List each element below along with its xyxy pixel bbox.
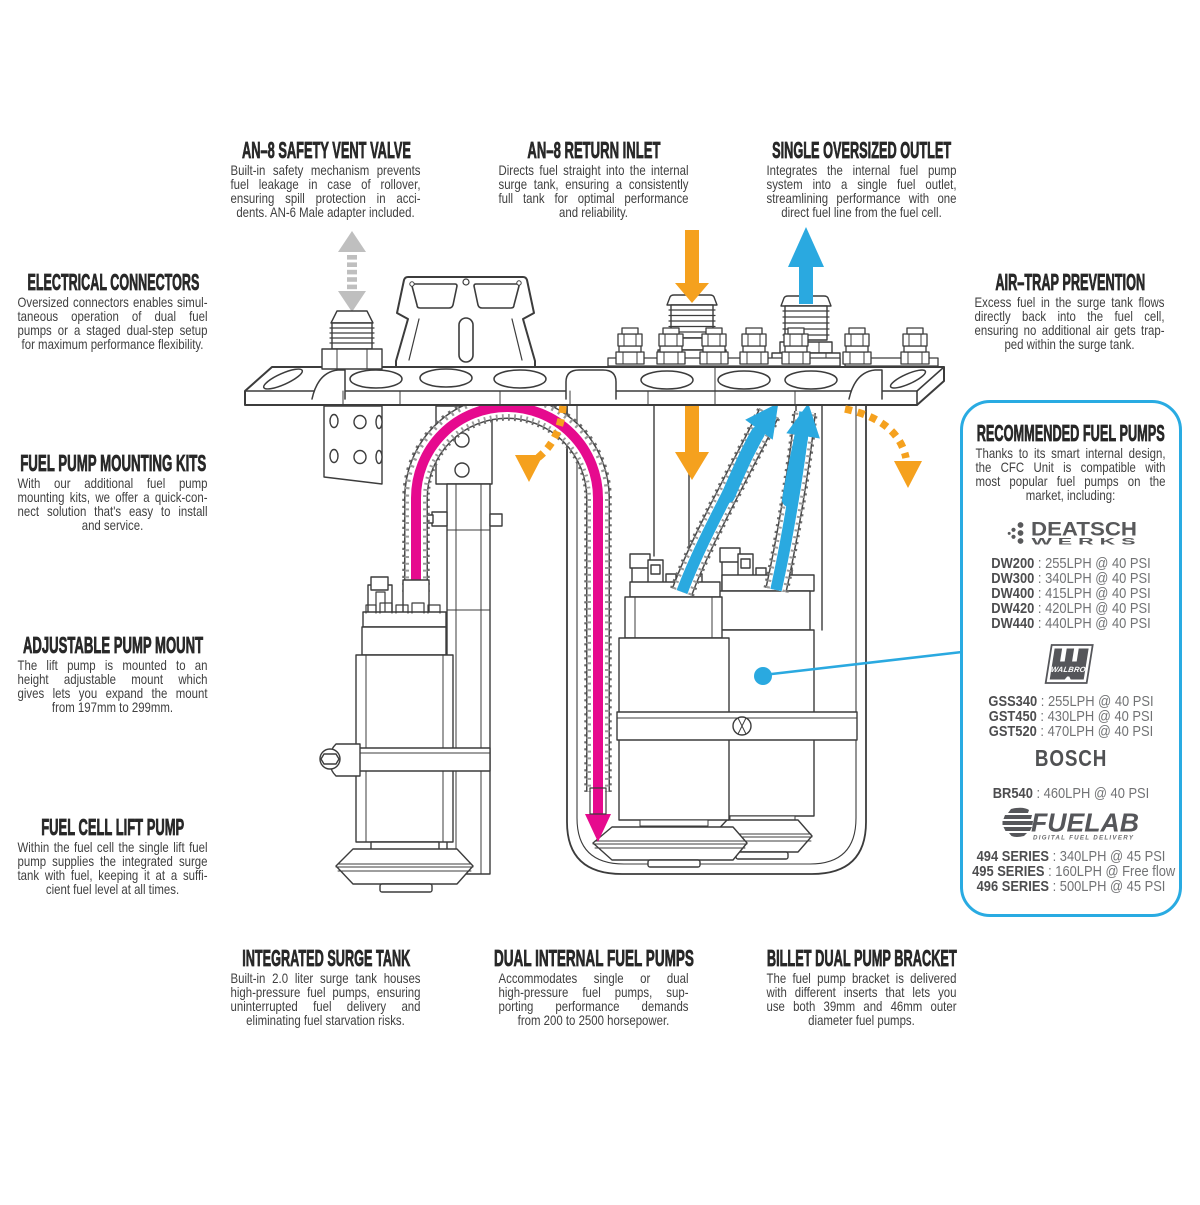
svg-text:DEATSCH: DEATSCH bbox=[1031, 520, 1137, 541]
svg-text:FUELAB: FUELAB bbox=[1031, 808, 1139, 838]
svg-text:WALBRO: WALBRO bbox=[1050, 665, 1086, 674]
svg-text:DIGITAL FUEL DELIVERY: DIGITAL FUEL DELIVERY bbox=[1033, 835, 1135, 842]
svg-text:W E R K S: W E R K S bbox=[1032, 537, 1136, 548]
